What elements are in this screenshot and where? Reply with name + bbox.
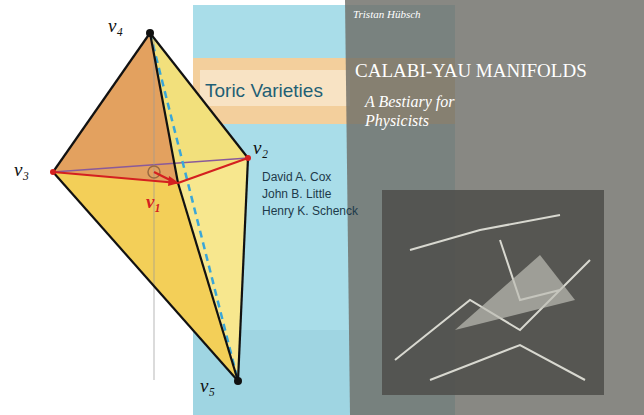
book-title: CALABI-YAU MANIFOLDS [355, 60, 587, 83]
book-title: Toric Varieties [205, 80, 323, 103]
vertex [146, 29, 154, 37]
edge-line [53, 158, 248, 172]
author-name: Henry K. Schenck [262, 204, 358, 218]
author-name: David A. Cox [262, 170, 331, 184]
face [150, 33, 248, 183]
vertex-label: ν₃ [14, 160, 29, 179]
calabi-yau-cover [345, 0, 644, 415]
cover-photo [382, 190, 604, 395]
vertex-label: ν₅ [200, 376, 215, 395]
vertex [234, 377, 242, 385]
red-edges [53, 158, 248, 183]
arrowhead [168, 176, 179, 186]
vertex-label: ν₁ [146, 192, 161, 211]
photo-paper [455, 255, 575, 330]
title-panel [200, 70, 350, 106]
author-name: John B. Little [262, 187, 331, 201]
book-subtitle: A Bestiary for Physicists [365, 92, 505, 130]
vertex [50, 169, 56, 175]
vertex-label: ν₄ [108, 16, 123, 35]
face [178, 158, 248, 381]
photo-lines [395, 215, 590, 380]
vertex [245, 155, 251, 161]
book-cover: Tristan HübschCALABI-YAU MANIFOLDS A Best… [345, 0, 644, 415]
vertex-label: ν₂ [253, 138, 268, 157]
author-name: Tristan Hübsch [353, 8, 421, 21]
